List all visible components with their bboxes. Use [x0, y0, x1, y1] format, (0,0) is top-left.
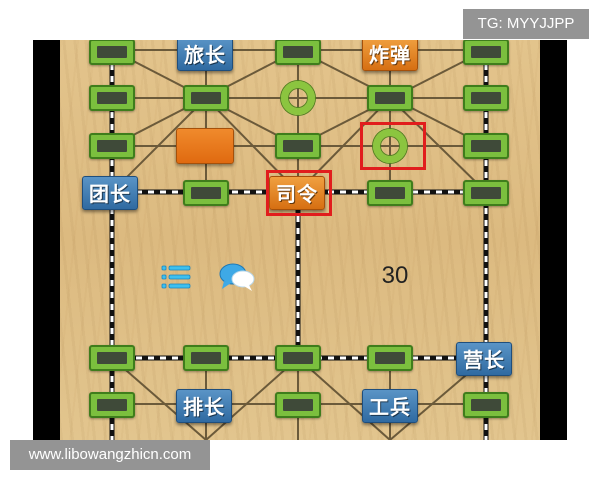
piece-regiment-commander[interactable]: 团长 [82, 176, 138, 210]
piece-commander-in-chief[interactable]: 司令 [269, 176, 325, 210]
board-post[interactable] [89, 345, 135, 371]
board-post[interactable] [463, 85, 509, 111]
board-post[interactable] [463, 392, 509, 418]
board-post[interactable] [275, 40, 321, 65]
selection-highlight [266, 170, 332, 216]
board-post[interactable] [89, 392, 135, 418]
menu-icon[interactable] [160, 262, 192, 292]
piece-engineer[interactable]: 工兵 [362, 389, 418, 423]
board-post[interactable] [275, 392, 321, 418]
turn-counter: 30 [381, 262, 409, 289]
board-post[interactable] [183, 345, 229, 371]
board-post[interactable] [463, 180, 509, 206]
piece-battalion-commander[interactable]: 营长 [456, 342, 512, 376]
board-post[interactable] [367, 85, 413, 111]
board-post[interactable] [89, 40, 135, 65]
board-post[interactable] [275, 345, 321, 371]
board-post[interactable] [463, 40, 509, 65]
watermark-top: TG: MYYJJPP [463, 9, 589, 39]
letterbox-right [540, 40, 567, 440]
camp-circle[interactable] [373, 129, 407, 163]
board-post[interactable] [89, 133, 135, 159]
piece-bomb[interactable]: 炸弹 [362, 40, 418, 71]
chat-bubble-icon[interactable] [218, 261, 256, 293]
hidden-enemy-piece[interactable] [176, 128, 234, 164]
board-post[interactable] [183, 180, 229, 206]
watermark-bottom: www.libowangzhicn.com [10, 440, 210, 470]
board-post[interactable] [183, 85, 229, 111]
letterbox-left [33, 40, 60, 440]
board-post[interactable] [367, 180, 413, 206]
selection-highlight [360, 122, 426, 170]
board-post[interactable] [89, 85, 135, 111]
board-post[interactable] [463, 133, 509, 159]
board-post[interactable] [367, 345, 413, 371]
camp-circle[interactable] [281, 81, 315, 115]
piece-platoon-commander[interactable]: 排长 [176, 389, 232, 423]
piece-brigade-commander[interactable]: 旅长 [177, 40, 233, 71]
junqi-board[interactable]: 旅长 炸弹 团长 司令 营长 排长 工兵 [60, 40, 540, 440]
board-post[interactable] [275, 133, 321, 159]
